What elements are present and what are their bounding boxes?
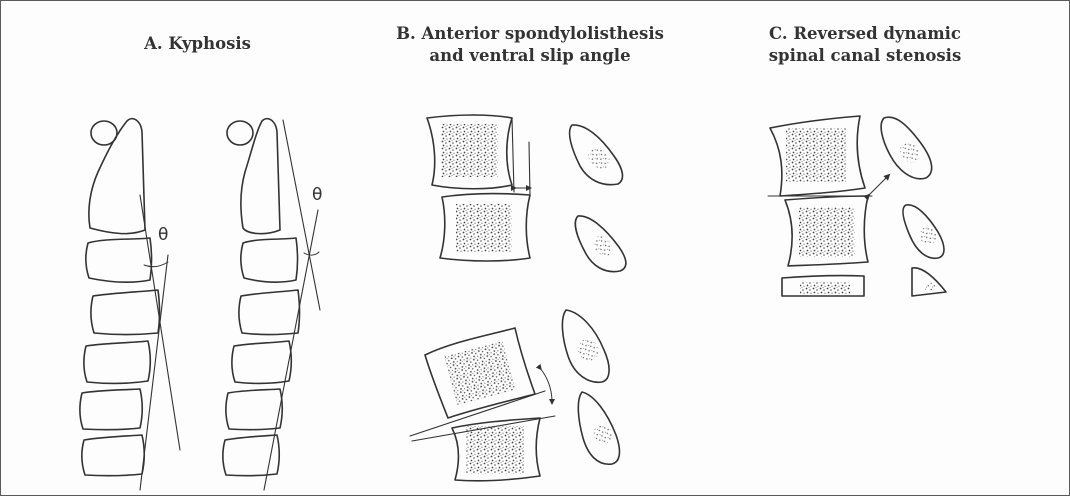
facet-texture-b3	[574, 335, 602, 364]
slip-angle-arc	[540, 368, 552, 402]
bone-texture-c2	[799, 207, 855, 257]
kyphosis-spine-left	[80, 119, 180, 490]
bone-texture-c3	[800, 282, 850, 294]
bone-texture-b4	[466, 426, 524, 474]
spondylolisthesis-top	[427, 115, 626, 272]
axis-vertebra-left	[89, 119, 145, 234]
vertebra-right-c4	[239, 290, 300, 335]
facet-texture-b1	[584, 143, 614, 173]
facet-texture-b2	[590, 232, 616, 259]
angle-arc-right	[304, 252, 319, 255]
vertebra-right-c6	[226, 389, 282, 430]
posterior-line-b1	[512, 118, 514, 192]
vertebra-left-c5	[84, 341, 150, 383]
facet-c3	[912, 268, 946, 296]
bone-texture-b1	[441, 124, 498, 177]
vertebra-right-c3	[241, 238, 298, 282]
kyphosis-spine-right	[223, 119, 320, 490]
angle-arc-left	[144, 262, 168, 267]
vertebra-right-c5	[232, 341, 291, 383]
vertebra-left-c7	[82, 435, 144, 476]
facet-texture-c2	[916, 224, 939, 248]
facet-texture-c3	[924, 283, 936, 291]
vertebra-left-c6	[80, 389, 142, 430]
canal-diameter-arrow	[868, 176, 888, 196]
reference-line-right-lower	[264, 210, 318, 490]
theta-label-left: θ	[158, 225, 168, 245]
axis-vertebra-right	[241, 119, 280, 234]
bone-texture-c1	[786, 128, 846, 182]
theta-label-right: θ	[312, 185, 322, 205]
odontoid-right	[227, 121, 253, 145]
slip-angle-bottom	[410, 310, 619, 481]
vertebra-left-c3	[86, 238, 152, 282]
vertebra-left-c4	[91, 290, 160, 335]
reversed-stenosis	[768, 116, 946, 296]
bone-texture-b2	[456, 204, 512, 252]
bone-texture-b3	[445, 341, 516, 405]
